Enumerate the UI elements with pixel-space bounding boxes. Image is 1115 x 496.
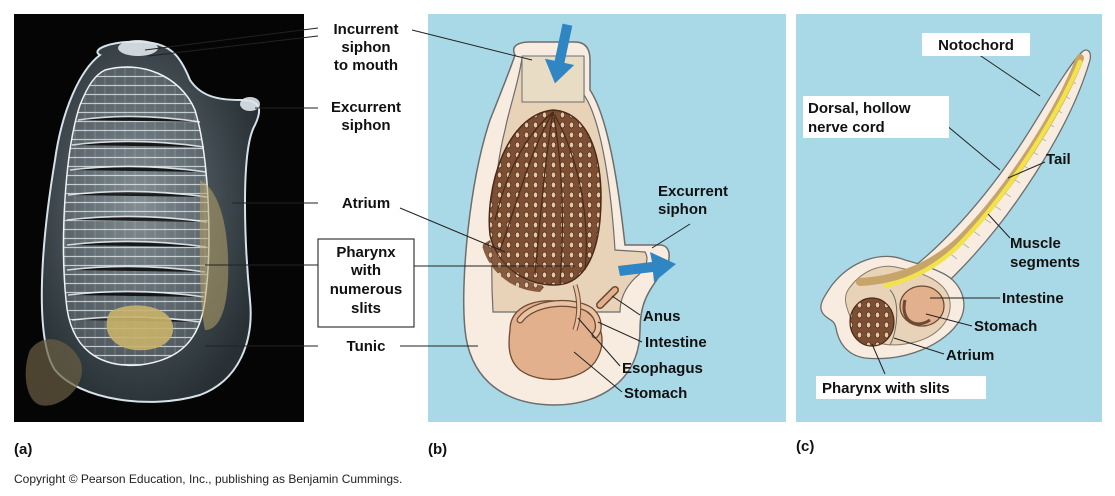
excurrent-siphon-tip (240, 97, 260, 111)
atrium-c (889, 289, 898, 346)
gut-mass (106, 305, 174, 351)
copyright-text: Copyright © Pearson Education, Inc., pub… (14, 472, 402, 486)
panel-letter-b: (b) (428, 441, 447, 458)
leader-anus (611, 295, 641, 316)
leader-nerve-cord (939, 119, 1001, 171)
leader-atrium-b (399, 207, 506, 253)
label-atrium-c: Atrium (946, 347, 994, 364)
label-muscle-2: segments (1010, 254, 1080, 271)
label-nerve-2: nerve cord (808, 119, 885, 136)
panel-b-labels: Excurrent siphon Anus Intestine Esophagu… (622, 183, 728, 402)
panel-b (428, 14, 786, 422)
panel-a (14, 14, 304, 422)
leader-incurrent-b (411, 29, 533, 61)
leader-muscle (987, 213, 1011, 239)
atrium-region (199, 180, 229, 330)
label-nerve-1: Dorsal, hollow (808, 100, 911, 117)
label-atrium-a: Atrium (342, 195, 390, 212)
leader-tail (1007, 161, 1046, 179)
panel-c-labels: Notochord Dorsal, hollow nerve cord Tail… (803, 33, 1080, 399)
label-stomach-c: Stomach (974, 318, 1037, 335)
panel-c-leaders (871, 51, 1046, 375)
incurrent-siphon-tip (118, 40, 158, 56)
label-pharynx-1: Pharynx (336, 244, 396, 261)
label-pharynx-c: Pharynx with slits (822, 380, 950, 397)
panel-c-background (796, 14, 1102, 422)
notochord-label-box (922, 33, 1030, 56)
label-stomach-b: Stomach (624, 385, 687, 402)
pharynx-c (849, 297, 895, 347)
panel-letter-c: (c) (796, 438, 814, 455)
label-pharynx-3: numerous (330, 281, 403, 298)
leader-stomach-c (925, 313, 973, 327)
panel-letter-a: (a) (14, 441, 32, 458)
leader-incurrent-a (144, 27, 319, 51)
label-tail: Tail (1046, 151, 1071, 168)
notochord (882, 59, 1083, 289)
leader-atrium-c (893, 337, 945, 355)
leader-stomach-b (573, 351, 623, 393)
leader-excurrent-b (651, 223, 691, 249)
label-intestine-b: Intestine (645, 334, 707, 351)
label-incurrent-2: siphon (341, 39, 390, 56)
label-tunic: Tunic (347, 338, 386, 355)
label-esophagus: Esophagus (622, 360, 703, 377)
pharynx-basket-b (488, 109, 602, 286)
label-muscle-1: Muscle (1010, 235, 1061, 252)
label-intestine-c: Intestine (1002, 290, 1064, 307)
label-anus: Anus (643, 308, 681, 325)
intestine-c (902, 299, 931, 326)
leader-notochord (974, 51, 1041, 97)
panel-b-leaders (399, 29, 691, 393)
label-notochord: Notochord (938, 37, 1014, 54)
label-excurrent-a-2: siphon (341, 117, 390, 134)
nerve-cord-label-box (803, 96, 949, 138)
leader-pharynx-c (871, 343, 886, 375)
esophagus-b-inner (573, 284, 581, 331)
label-excurrent-b-1: Excurrent (658, 183, 728, 200)
label-excurrent-b-2: siphon (658, 201, 707, 218)
leader-intestine-b (597, 321, 643, 343)
leader-esophagus (577, 317, 621, 367)
label-excurrent-a-1: Excurrent (331, 99, 401, 116)
label-pharynx-4: slits (351, 300, 381, 317)
panel-a-leaders (144, 27, 319, 347)
excurrent-flow-arrow (618, 252, 676, 282)
intestine-b-inner (517, 301, 601, 338)
label-incurrent-3: to mouth (334, 57, 398, 74)
panel-a-labels: Incurrent siphon to mouth Excurrent siph… (317, 21, 415, 355)
leader-incurrent-a2 (147, 35, 319, 57)
panel-c (796, 14, 1102, 422)
base-attachment (25, 339, 82, 406)
pharynx-label-box (317, 238, 415, 328)
label-pharynx-2: with (350, 262, 381, 279)
anus-tube-b-inner (597, 287, 618, 308)
label-incurrent-1: Incurrent (333, 21, 398, 38)
pharynx-ribs-b (494, 111, 587, 284)
pharynx-c-label-box (816, 376, 986, 399)
incurrent-flow-arrow (544, 23, 575, 84)
